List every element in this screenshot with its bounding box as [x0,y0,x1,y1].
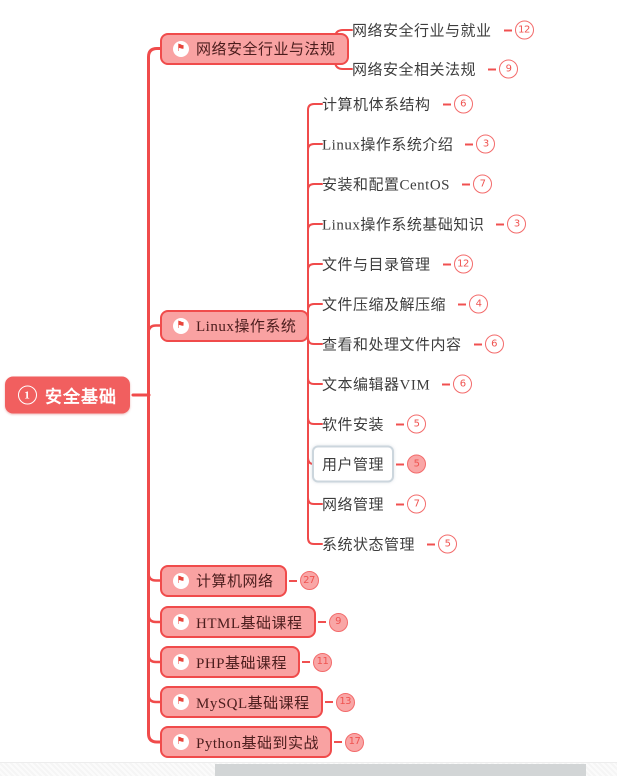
count-badge: 3 [476,134,496,154]
badge-dash [462,183,471,185]
count-badge: 3 [507,214,527,234]
branch-php-course[interactable]: ⚑ PHP基础课程 11 [160,646,333,678]
root-node-security-basics[interactable]: 1 安全基础 [5,376,130,414]
leaf-node[interactable]: 网络管理 7 [312,486,427,523]
leaf-node[interactable]: 文本编辑器VIM 6 [312,366,473,403]
leaf-node[interactable]: 软件安装 5 [312,406,427,443]
leaf-label: 系统状态管理 [322,537,416,554]
count-badge: 5 [407,414,427,434]
count-badge: 5 [407,454,427,474]
leaf-label: Linux操作系统基础知识 [322,217,485,234]
branch-html-course[interactable]: ⚑ HTML基础课程 9 [160,606,348,638]
horizontal-scrollbar[interactable] [0,762,617,776]
scrollbar-thumb[interactable] [215,764,586,776]
count-badge: 11 [313,652,333,672]
badge-dash [396,503,405,505]
count-badge: 13 [335,692,355,712]
count-badge: 12 [453,254,473,274]
count-badge: 9 [328,612,348,632]
count-badge: 7 [473,174,493,194]
leaf-node[interactable]: 安装和配置CentOS 7 [312,166,493,203]
leaf-node[interactable]: Linux操作系统介绍 3 [312,126,496,163]
count-badge: 5 [438,534,458,554]
branch-label: Python基础到实战 [196,735,320,752]
leaf-node[interactable]: Linux操作系统基础知识 3 [312,206,527,243]
leaf-label: 用户管理 [322,457,385,474]
leaf-node[interactable]: 网络安全行业与就业 12 [342,12,534,49]
badge-dash [488,68,497,70]
flag-icon: ⚑ [173,654,189,670]
leaf-label: 安装和配置CentOS [322,177,451,194]
branch-label: Linux操作系统 [196,319,297,335]
badge-dash [288,579,297,582]
flag-icon: ⚑ [173,317,189,334]
badge-dash [396,463,405,465]
badge-dash [442,383,451,385]
branch-label: MySQL基础课程 [196,695,310,712]
leaf-label: Linux操作系统介绍 [322,137,454,154]
leaf-label: 查看和处理文件内容 [322,337,462,354]
branch-label: PHP基础课程 [196,655,288,672]
flag-icon: ⚑ [173,40,189,57]
branch-linux-os[interactable]: ⚑ Linux操作系统 [160,309,310,342]
badge-dash [396,423,405,425]
badge-dash [334,741,343,743]
leaf-node[interactable]: 文件压缩及解压缩 4 [312,286,489,323]
leaf-node[interactable]: 文件与目录管理 12 [312,246,473,283]
leaf-label: 网络管理 [322,497,385,514]
leaf-node[interactable]: 网络安全相关法规 9 [342,51,519,88]
count-badge: 27 [299,571,319,590]
count-badge: 4 [469,294,489,314]
badge-dash [324,701,333,703]
leaf-node[interactable]: 计算机体系结构 6 [312,86,473,123]
leaf-label: 网络安全行业与就业 [352,23,492,40]
leaf-label: 网络安全相关法规 [352,62,477,79]
badge-dash [503,29,512,31]
badge-dash [458,303,467,305]
flag-icon: ⚑ [173,614,189,630]
branch-computer-network[interactable]: ⚑ 计算机网络 27 [160,564,319,597]
branch-cybersecurity-law[interactable]: ⚑ 网络安全行业与法规 [160,32,349,65]
flag-icon: ⚑ [173,694,189,710]
count-badge: 6 [453,374,473,394]
count-badge: 9 [499,59,519,79]
branch-mysql-course[interactable]: ⚑ MySQL基础课程 13 [160,686,355,718]
count-badge: 7 [407,494,427,514]
count-badge: 6 [453,94,473,114]
flag-icon: ⚑ [173,572,189,589]
branch-label: 网络安全行业与法规 [196,42,336,58]
leaf-node-selected[interactable]: 用户管理 5 [312,445,427,483]
leaf-label: 文件压缩及解压缩 [322,297,447,314]
leaf-label: 计算机体系结构 [322,97,431,114]
leaf-label: 文件与目录管理 [322,257,431,274]
badge-dash [317,621,326,623]
count-badge: 17 [345,732,365,752]
count-badge: 12 [514,20,534,40]
branch-label: HTML基础课程 [196,615,303,632]
root-label: 安全基础 [45,387,117,407]
flag-icon: ⚑ [173,734,189,750]
leaf-label: 软件安装 [322,417,385,434]
badge-dash [302,661,311,663]
badge-dash [496,223,505,225]
badge-dash [465,143,474,145]
leaf-node[interactable]: 系统状态管理 5 [312,526,458,563]
badge-dash [442,263,451,265]
leaf-node[interactable]: 查看和处理文件内容 6 [312,326,504,363]
branch-label: 计算机网络 [196,574,274,590]
circled-number-icon: 1 [18,385,37,405]
badge-dash [442,103,451,105]
badge-dash [473,343,482,345]
badge-dash [427,543,436,545]
leaf-label: 文本编辑器VIM [322,377,431,394]
branch-python-course[interactable]: ⚑ Python基础到实战 17 [160,726,365,758]
count-badge: 6 [484,334,504,354]
